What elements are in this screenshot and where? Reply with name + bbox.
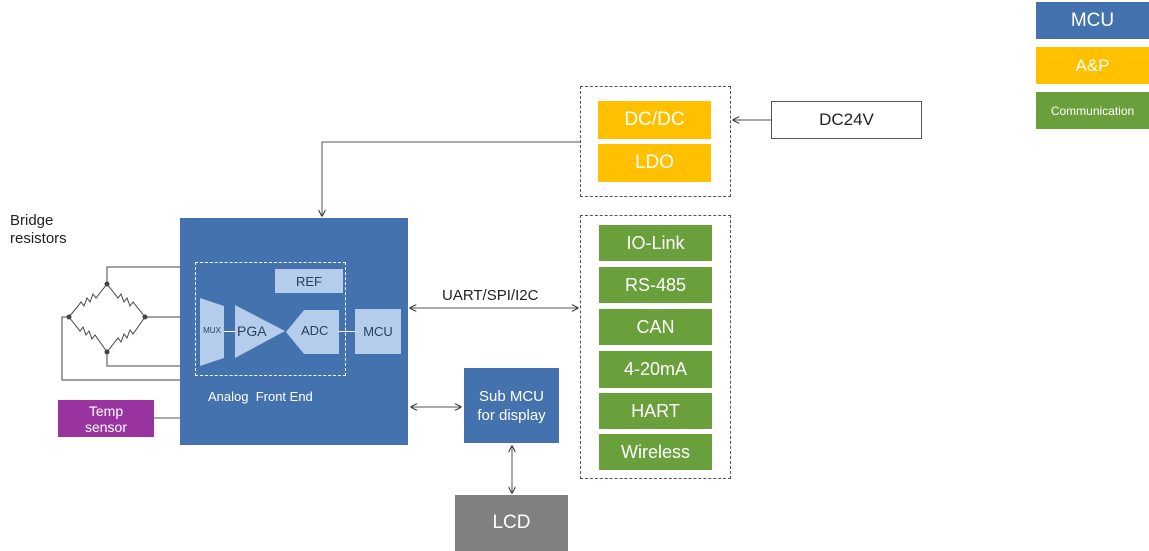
bridge-label-line2: resistors [10, 230, 67, 247]
bus-label: UART/SPI/I2C [442, 287, 539, 304]
dcdc-block: DC/DC [598, 101, 711, 139]
sub-mcu-block: Sub MCU for display [464, 368, 559, 443]
afe-caption: Analog Front End [208, 389, 313, 404]
afe-group [195, 262, 346, 376]
mux-block [200, 298, 224, 366]
comm-rs-485: RS-485 [599, 267, 712, 303]
power-group [580, 86, 731, 197]
comm-wireless: Wireless [599, 434, 712, 470]
afe-mcu-block: MCU [355, 309, 401, 354]
legend-amp: A&P [1036, 47, 1149, 84]
mux-pga-wire [224, 331, 236, 332]
adc-block [286, 310, 339, 354]
mux-label: MUX [203, 326, 221, 335]
comm-io-link: IO-Link [599, 225, 712, 261]
lcd-block: LCD [455, 495, 568, 551]
pga-label: PGA [237, 323, 267, 339]
ref-block: REF [275, 269, 343, 293]
legend-communication: Communication [1036, 92, 1149, 129]
dc24v-input: DC24V [771, 101, 922, 139]
sub-mcu-line2: for display [477, 406, 546, 424]
sub-mcu-line1: Sub MCU [478, 387, 545, 405]
pga-block [235, 305, 285, 358]
ldo-block: LDO [598, 144, 711, 182]
temp-sensor-line1: Temp [88, 402, 124, 419]
bridge-label-line1: Bridge [10, 212, 54, 229]
communication-group [580, 215, 731, 479]
legend-mcu: MCU [1036, 2, 1149, 39]
bridge-resistors-icon [61, 266, 180, 381]
bridge-label: Bridge resistors [10, 212, 67, 248]
temp-sensor-block: Temp sensor [58, 400, 154, 437]
comm-hart: HART [599, 393, 712, 429]
comm-can: CAN [599, 309, 712, 345]
temp-sensor-line2: sensor [84, 418, 128, 435]
adc-mcu-wire [339, 331, 355, 332]
adc-label: ADC [301, 323, 329, 338]
comm-4-20ma: 4-20mA [599, 351, 712, 388]
